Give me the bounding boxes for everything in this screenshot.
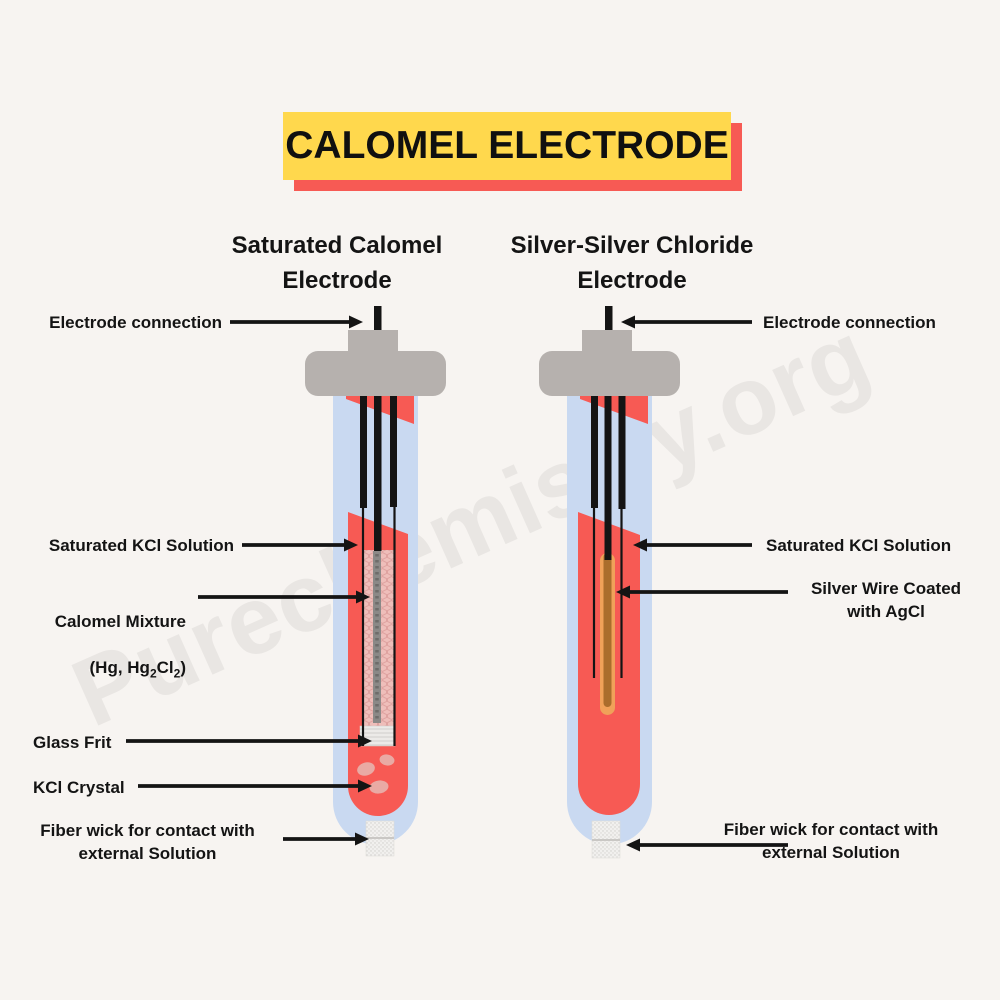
arrow-silver-wire [616,585,788,599]
arrow-calomel-mixture [198,590,370,604]
arrow-kcl-crystal [138,779,372,793]
label-electrode-connection-right: Electrode connection [763,313,936,332]
inner-electrode-wire [373,551,381,723]
cap-body [305,351,446,396]
cap-body [539,351,680,396]
label-fiber-wick-left: Fiber wick for contact with external Sol… [40,821,255,863]
electrode-wire-middle [374,392,382,551]
electrode-wire-right [390,392,397,507]
electrode-wire-middle [604,392,612,560]
silver-silver-chloride-electrode [539,306,680,859]
heading-saturated-calomel-electrode: Saturated Calomel Electrode [231,232,443,294]
electrode-wire-left [360,392,367,508]
label-electrode-connection-left: Electrode connection [49,313,222,332]
label-calomel-mixture-formula: (Hg, Hg2Cl2) [30,657,186,680]
formula-part: (Hg, Hg [89,657,150,677]
electrode-wire-left [591,392,598,508]
arrow-electrode-connection-right [621,315,752,329]
heading-silver-silver-chloride-electrode: Silver-Silver Chloride Electrode [510,232,754,294]
arrow-saturated-kcl-left [242,538,358,552]
arrow-glass-frit [126,734,372,748]
arrow-fiber-wick-left [283,832,369,846]
label-calomel-mixture: Calomel Mixture (Hg, Hg2Cl2) [30,588,186,703]
formula-part: Cl [156,657,174,677]
label-calomel-mixture-line1: Calomel Mixture [54,611,186,631]
arrow-fiber-wick-right [626,838,788,852]
electrode-wire-right [618,392,626,509]
cap-neck [582,330,632,354]
title-banner: CALOMEL ELECTRODE [283,112,742,191]
saturated-calomel-electrode [305,306,446,857]
formula-subscript: 2 [149,666,157,681]
arrow-electrode-connection-left [230,315,363,329]
formula-subscript: 2 [173,666,181,681]
label-saturated-kcl-right: Saturated KCl Solution [766,536,952,555]
kcl-crystal-blob [357,762,375,776]
label-kcl-crystal: KCl Crystal [33,778,125,797]
label-fiber-wick-right: Fiber wick for contact with external Sol… [723,820,939,862]
kcl-crystal-blob [369,780,389,794]
arrow-saturated-kcl-right [633,538,752,552]
page-title: CALOMEL ELECTRODE [283,112,731,180]
label-silver-wire-agcl: Silver Wire Coated with AgCl [810,579,962,621]
label-glass-frit: Glass Frit [33,733,112,752]
annotation-arrows [126,315,788,852]
silver-wire-core [603,553,612,707]
kcl-crystal-blob [379,754,395,766]
connection-wire [374,306,382,336]
connection-wire [605,306,613,336]
label-saturated-kcl-left: Saturated KCl Solution [48,536,234,555]
cap-neck [348,330,398,354]
formula-part: ) [180,657,186,677]
